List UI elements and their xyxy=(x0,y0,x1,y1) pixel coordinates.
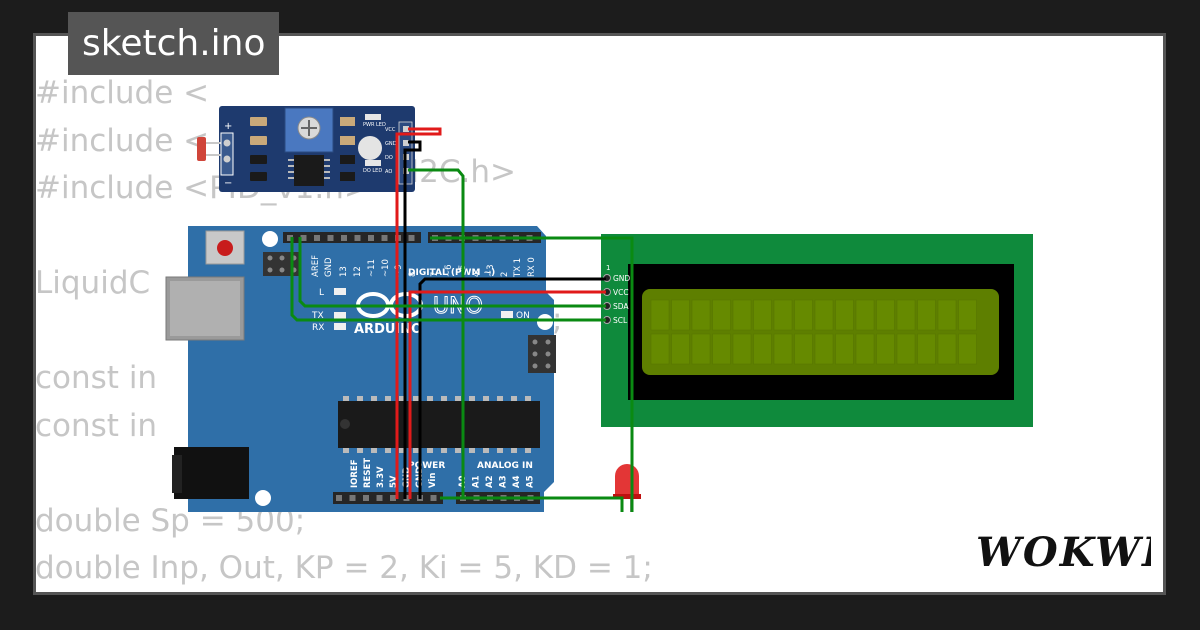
top-pin-label: ~6 xyxy=(444,264,454,277)
code-line[interactable]: const in xyxy=(35,360,158,396)
top-pin-label: ~3 xyxy=(486,264,496,277)
digital-header-left[interactable] xyxy=(283,232,421,243)
top-pin-label: RX 0 xyxy=(527,257,537,277)
led-l-label: L xyxy=(319,288,324,298)
module-power-led xyxy=(358,136,382,160)
lcd-pin-label: SDA xyxy=(613,302,629,311)
lcd-pin-label: GND xyxy=(613,274,630,283)
power-pin-label: 5V xyxy=(389,475,399,488)
led-rx-label: RX xyxy=(312,323,324,333)
power-pin-label: IOREF xyxy=(350,459,360,488)
digital-label: DIGITAL (PWM ~) xyxy=(408,268,495,278)
code-line[interactable]: #include < xyxy=(35,122,210,159)
code-line[interactable]: double Inp, Out, KP = 2, Ki = 5, KD = 1; xyxy=(35,550,653,586)
arduino-brand-label: ARDUINO xyxy=(354,322,422,337)
lcd-pin-label: SCL xyxy=(613,316,628,325)
power-jack xyxy=(174,447,249,499)
analog-pin-label: A3 xyxy=(499,475,509,488)
wire-lcd-sda xyxy=(298,237,606,308)
wire-lcd-scl xyxy=(290,237,606,322)
top-pin-label: 4 xyxy=(472,272,482,277)
top-pin-label: 13 xyxy=(339,266,349,277)
lcd-display[interactable]: GND VCC SDA SCL 1 xyxy=(601,234,1033,427)
pwr-led-label: PWR LED xyxy=(363,122,386,128)
top-pin-label: ~10 xyxy=(381,259,391,277)
power-header[interactable] xyxy=(333,492,443,504)
top-pin-label: 2 xyxy=(500,272,510,277)
wire-sensor-ao xyxy=(408,168,465,499)
wire-sensor-vcc xyxy=(395,127,442,499)
module-pin-label: GND xyxy=(385,141,397,147)
reset-button[interactable] xyxy=(205,230,245,265)
analog-pin-label: A1 xyxy=(472,475,482,488)
wire-lcd-vcc xyxy=(408,290,606,499)
lcd-pin-one-label: 1 xyxy=(606,264,610,272)
module-pin-label: AO xyxy=(385,169,392,175)
code-line[interactable]: const in xyxy=(35,407,158,444)
top-pin-label: ~9 xyxy=(394,264,404,277)
wires xyxy=(290,127,634,512)
wire-lcd-gnd xyxy=(418,277,606,499)
top-pin-label: ~11 xyxy=(367,259,377,277)
code-line[interactable]: #include < xyxy=(35,75,210,111)
microcontroller-chip xyxy=(338,401,540,448)
lcd-pin-label: VCC xyxy=(613,288,629,297)
led-tx-label: TX xyxy=(311,311,324,321)
top-pin-label: 8 xyxy=(408,272,418,277)
red-led[interactable] xyxy=(613,464,641,512)
power-pin-label: 3.3V xyxy=(376,466,386,488)
code-line[interactable]: LiquidC xyxy=(35,265,151,301)
module-minus-label: − xyxy=(224,178,232,189)
module-pin-label: DO xyxy=(385,155,393,161)
do-led-label: DO LED xyxy=(363,168,382,174)
power-pin-label: RESET xyxy=(363,458,373,488)
led-on-label: ON xyxy=(516,311,530,321)
photoresistor[interactable] xyxy=(197,137,206,161)
module-pin[interactable] xyxy=(403,140,409,146)
power-pin-label: GND xyxy=(402,467,412,488)
analog-pin-label: A4 xyxy=(512,475,522,488)
module-pin[interactable] xyxy=(403,126,409,132)
analog-label: ANALOG IN xyxy=(477,461,533,471)
wire-led-cathode xyxy=(440,496,624,512)
top-pin-label: GND xyxy=(324,257,334,277)
module-pin-label: VCC xyxy=(385,127,396,133)
power-label: POWER xyxy=(408,461,445,471)
top-pin-label: 7 xyxy=(430,272,440,277)
project-title[interactable]: sketch.ino xyxy=(68,12,280,75)
module-plus-label: + xyxy=(224,121,232,132)
wire-sensor-gnd xyxy=(403,140,422,499)
wokwi-logo: WOKWI xyxy=(976,529,1151,576)
sensor-module[interactable]: + − PWR LED DO LED VCC GND DO AO xyxy=(197,106,415,192)
top-pin-label: TX 1 xyxy=(513,258,523,278)
power-pin-label: Vin xyxy=(428,473,438,488)
comparator-chip xyxy=(294,155,324,186)
top-pin-label: AREF xyxy=(311,255,321,277)
top-pin-label: 12 xyxy=(353,266,363,277)
wire-led-anode xyxy=(430,236,634,512)
analog-pin-label: A2 xyxy=(485,475,495,488)
wokwi-logo-text: WOKWI xyxy=(976,529,1151,576)
analog-pin-label: A5 xyxy=(526,475,536,488)
